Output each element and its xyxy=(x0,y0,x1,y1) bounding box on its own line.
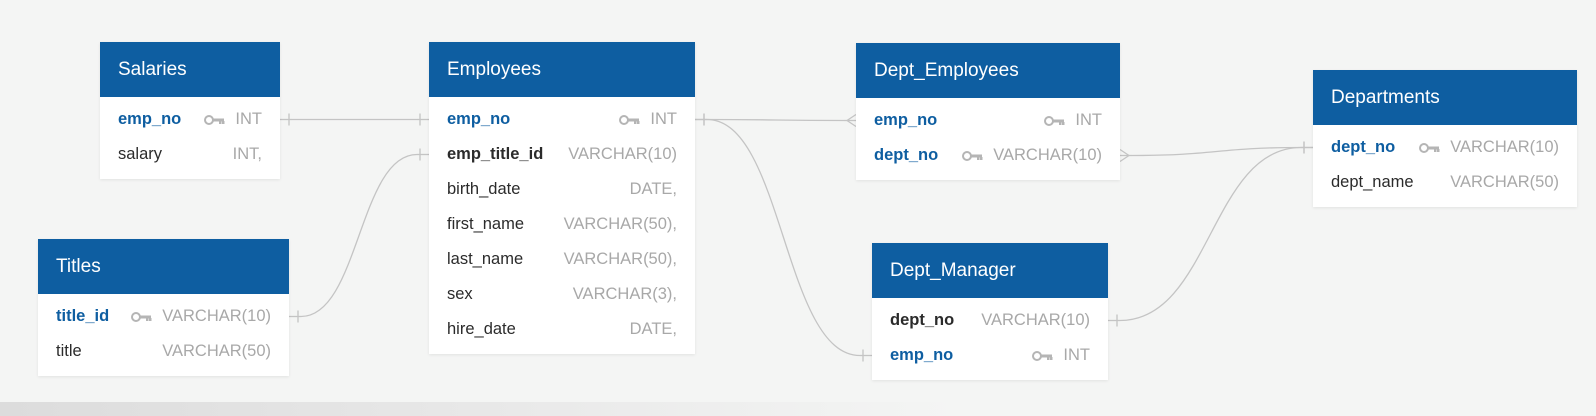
column-row-last-name[interactable]: last_name VARCHAR(50), xyxy=(429,242,695,277)
column-type: INT xyxy=(1075,111,1102,129)
column-type: VARCHAR(50) xyxy=(1450,173,1559,191)
table-title: Titles xyxy=(56,255,101,277)
column-row-title-id[interactable]: title_id VARCHAR(10) xyxy=(38,299,289,334)
column-type: VARCHAR(3), xyxy=(572,285,677,303)
column-name: emp_no xyxy=(874,111,938,129)
column-row-emp-no[interactable]: emp_no INT xyxy=(429,102,695,137)
column-type: VARCHAR(50), xyxy=(563,215,677,233)
key-icon xyxy=(1419,142,1440,153)
key-icon xyxy=(1044,115,1065,126)
table-header[interactable]: Titles xyxy=(38,239,289,294)
column-type: INT, xyxy=(232,145,262,163)
column-row-salary[interactable]: salary INT, xyxy=(100,137,280,172)
column-type: VARCHAR(10) xyxy=(1450,138,1559,156)
table-title: Departments xyxy=(1331,86,1440,108)
table-columns: emp_no INT emp_title_id VARCHAR(10) birt… xyxy=(429,97,695,354)
column-type: DATE, xyxy=(629,320,677,338)
column-type: VARCHAR(10) xyxy=(981,311,1090,329)
column-type: VARCHAR(10) xyxy=(568,145,677,163)
column-row-emp-no[interactable]: emp_no INT xyxy=(856,103,1120,138)
relationship-4-line xyxy=(1131,146,1302,157)
table-titles[interactable]: Titles title_id VARCHAR(10) title VARCHA… xyxy=(38,239,289,376)
column-name: birth_date xyxy=(447,180,521,198)
relationship-2-end-crowfoot xyxy=(846,113,857,128)
table-columns: emp_no INT dept_no VARCHAR(10) xyxy=(856,98,1120,180)
column-name: salary xyxy=(118,145,163,163)
table-header[interactable]: Employees xyxy=(429,42,695,97)
key-icon xyxy=(1032,350,1053,361)
key-icon xyxy=(619,114,640,125)
table-header[interactable]: Salaries xyxy=(100,42,280,97)
table-header[interactable]: Dept_Manager xyxy=(872,243,1108,298)
column-name: emp_title_id xyxy=(447,145,544,163)
column-type: DATE, xyxy=(629,180,677,198)
table-departments[interactable]: Departments dept_no VARCHAR(10) dept_nam… xyxy=(1313,70,1577,207)
column-type: INT xyxy=(650,110,677,128)
column-name: hire_date xyxy=(447,320,516,338)
column-row-emp-no[interactable]: emp_no INT xyxy=(872,338,1108,373)
column-name: dept_no xyxy=(890,311,955,329)
column-name: emp_no xyxy=(890,346,954,364)
column-row-dept-no[interactable]: dept_no VARCHAR(10) xyxy=(856,138,1120,173)
column-name: first_name xyxy=(447,215,525,233)
relationship-2-line xyxy=(706,118,845,122)
table-columns: title_id VARCHAR(10) title VARCHAR(50) xyxy=(38,294,289,376)
table-columns: emp_no INT salary INT, xyxy=(100,97,280,179)
column-row-emp-no[interactable]: emp_no INT xyxy=(100,102,280,137)
key-icon xyxy=(204,114,225,125)
column-row-dept-no[interactable]: dept_no VARCHAR(10) xyxy=(872,303,1108,338)
column-row-emp-title-id[interactable]: emp_title_id VARCHAR(10) xyxy=(429,137,695,172)
column-name: sex xyxy=(447,285,473,303)
column-name: emp_no xyxy=(447,110,511,128)
relationship-5-line xyxy=(1119,146,1302,322)
relationship-3-line xyxy=(706,118,861,357)
column-row-title[interactable]: title VARCHAR(50) xyxy=(38,334,289,369)
column-row-birth-date[interactable]: birth_date DATE, xyxy=(429,172,695,207)
column-row-dept-no[interactable]: dept_no VARCHAR(10) xyxy=(1313,130,1577,165)
column-type: INT xyxy=(1063,346,1090,364)
key-icon xyxy=(131,311,152,322)
table-dept-manager[interactable]: Dept_Manager dept_no VARCHAR(10) emp_no … xyxy=(872,243,1108,380)
column-name: title xyxy=(56,342,82,360)
column-row-sex[interactable]: sex VARCHAR(3), xyxy=(429,277,695,312)
table-dept-employees[interactable]: Dept_Employees emp_no INT dept_no VARCHA… xyxy=(856,43,1120,180)
column-type: VARCHAR(50), xyxy=(563,250,677,268)
column-row-first-name[interactable]: first_name VARCHAR(50), xyxy=(429,207,695,242)
column-row-dept-name[interactable]: dept_name VARCHAR(50) xyxy=(1313,165,1577,200)
column-name: dept_no xyxy=(1331,138,1396,156)
table-header[interactable]: Departments xyxy=(1313,70,1577,125)
table-columns: dept_no VARCHAR(10) dept_name VARCHAR(50… xyxy=(1313,125,1577,207)
column-name: last_name xyxy=(447,250,524,268)
key-icon xyxy=(962,150,983,161)
column-name: emp_no xyxy=(118,110,182,128)
relationship-4-start-crowfoot xyxy=(1119,148,1130,163)
table-salaries[interactable]: Salaries emp_no INT salary INT, xyxy=(100,42,280,179)
column-name: dept_name xyxy=(1331,173,1414,191)
column-type: VARCHAR(50) xyxy=(162,342,271,360)
column-type: VARCHAR(10) xyxy=(162,307,271,325)
column-row-hire-date[interactable]: hire_date DATE, xyxy=(429,312,695,347)
table-employees[interactable]: Employees emp_no INT emp_title_id VARCHA… xyxy=(429,42,695,354)
column-type: INT xyxy=(235,110,262,128)
column-name: dept_no xyxy=(874,146,939,164)
column-type: VARCHAR(10) xyxy=(993,146,1102,164)
table-title: Dept_Manager xyxy=(890,259,1016,281)
table-header[interactable]: Dept_Employees xyxy=(856,43,1120,98)
bottom-shadow-bar xyxy=(0,402,1596,416)
table-title: Employees xyxy=(447,58,541,80)
relationship-1-line xyxy=(300,153,418,318)
table-title: Dept_Employees xyxy=(874,59,1019,81)
table-title: Salaries xyxy=(118,58,187,80)
table-columns: dept_no VARCHAR(10) emp_no INT xyxy=(872,298,1108,380)
column-name: title_id xyxy=(56,307,110,325)
